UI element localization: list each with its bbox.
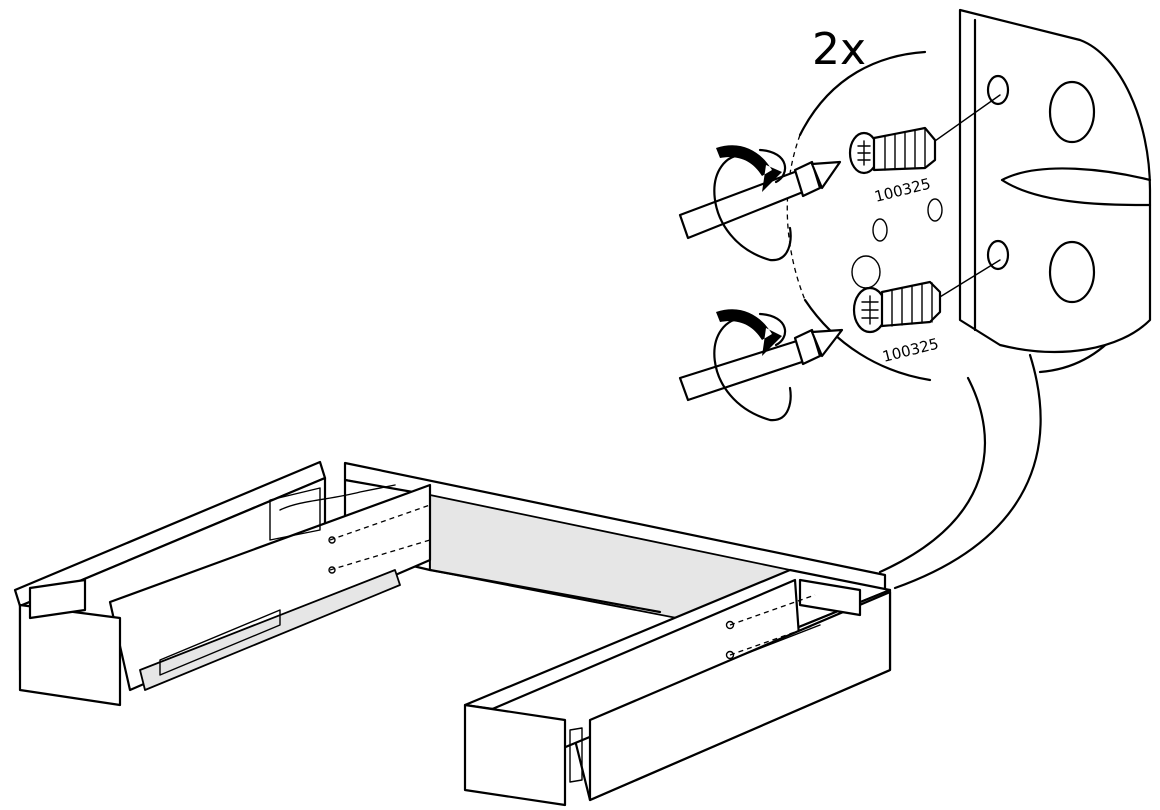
bracket-hole-large-top: [1048, 80, 1096, 144]
bracket-rib: [1000, 167, 1152, 207]
right-dashed-guide-bottom: [729, 624, 816, 656]
right-rail-side-panel: [588, 590, 892, 802]
part-number-label-top: 100325: [873, 175, 933, 206]
bracket-hole-small-top: [986, 74, 1010, 106]
right-screw-hole-bottom: [725, 650, 735, 660]
callout-leader-outer: [878, 376, 986, 574]
callout-circle-upper-edge: [798, 50, 927, 137]
screwdriver-icon: [678, 328, 844, 402]
right-rail-front-panel: [463, 703, 567, 807]
left-drawer-runner: [139, 569, 401, 691]
rotate-clockwise-icon: [713, 309, 792, 422]
left-rail-inner-face: [108, 483, 432, 692]
right-dashed-guide-top: [729, 594, 816, 626]
screw-guide-line-bottom: [934, 259, 1001, 301]
panel-hole-right: [927, 198, 943, 222]
quantity-label: 2x: [812, 24, 866, 75]
rotate-clockwise-icon: [713, 145, 792, 262]
callout-leader-inner: [893, 353, 1042, 590]
callout-circle-dashed-edge: [786, 134, 806, 301]
callout-circle-lower-edge: [803, 298, 932, 382]
left-screw-hole-top: [328, 536, 336, 544]
left-bracket-arm: [279, 484, 396, 511]
bracket-hole-large-bottom: [1048, 240, 1096, 304]
left-screw-hole-bottom: [328, 566, 336, 574]
part-number-label-bottom: 100325: [881, 335, 941, 366]
right-rear-bracket: [798, 578, 862, 617]
right-screw-hole-top: [725, 620, 735, 630]
screw-guide-line-top: [924, 94, 1001, 149]
screw-icon: [848, 126, 937, 175]
bracket-hole-small-bottom: [986, 239, 1010, 271]
left-bracket: [28, 578, 87, 620]
bracket-plate: [958, 8, 1152, 353]
screw-icon: [852, 280, 942, 334]
left-rear-bracket: [269, 487, 321, 541]
right-hinge: [569, 727, 583, 783]
panel-hole-left: [872, 218, 888, 242]
frame-assembly: [13, 460, 892, 807]
detail-callout: 2x 100325 100325: [678, 8, 1152, 590]
left-rail-front-panel: [18, 603, 122, 707]
screwdriver-icon: [678, 160, 842, 240]
back-rail-bottom-edge: [428, 568, 662, 614]
right-runner-slot: [729, 624, 821, 661]
panel-cam-fitting: [851, 255, 881, 289]
left-runner-clip: [159, 609, 281, 676]
